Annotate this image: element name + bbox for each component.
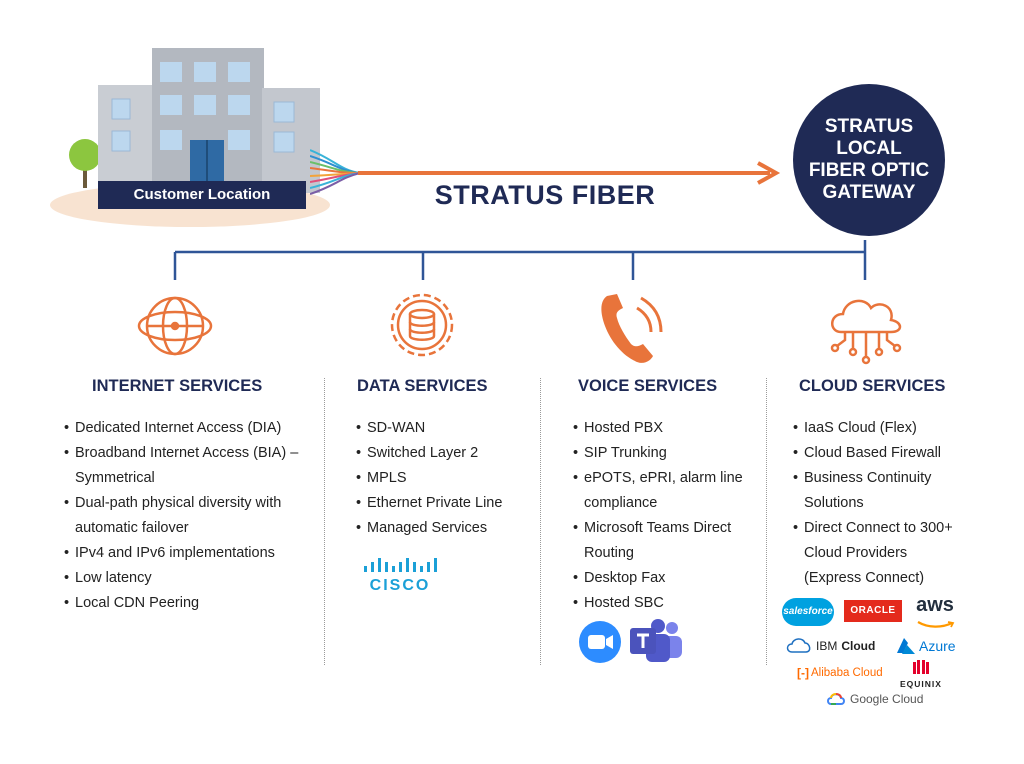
service-item: Ethernet Private Line <box>356 491 502 516</box>
service-item: Cloud Providers <box>804 545 908 561</box>
service-item: Symmetrical <box>75 470 155 486</box>
microsoft-teams-logo-icon <box>630 619 682 662</box>
internet-services-title: INTERNET SERVICES <box>92 377 263 395</box>
salesforce-logo: salesforce <box>782 598 834 626</box>
service-item: Local CDN Peering <box>64 591 298 616</box>
service-item: SIP Trunking <box>573 441 743 466</box>
customer-building-illustration <box>50 48 330 227</box>
cisco-logo: CISCO <box>362 558 438 595</box>
service-item: Business Continuity <box>793 466 953 491</box>
alibaba-cloud-logo: [-] Alibaba Cloud <box>797 664 883 682</box>
fiber-gateway-circle: STRATUS LOCAL FIBER OPTIC GATEWAY <box>793 84 945 236</box>
oracle-logo: ORACLE <box>844 600 902 622</box>
google-cloud-logo: Google Cloud <box>826 690 923 708</box>
customer-location-label: Customer Location <box>98 181 306 209</box>
service-item: Microsoft Teams Direct <box>573 516 743 541</box>
gateway-line: STRATUS <box>824 116 914 137</box>
aws-logo: aws <box>912 594 958 634</box>
service-item: Routing <box>584 545 634 561</box>
aws-smile-icon <box>917 621 955 628</box>
data-services-title: DATA SERVICES <box>357 377 488 395</box>
ibm-suffix: Cloud <box>841 639 876 653</box>
gateway-line: LOCAL <box>836 138 902 159</box>
azure-logo: Azure <box>896 636 956 656</box>
service-item: compliance <box>584 495 658 511</box>
service-connector-lines <box>173 240 867 280</box>
service-item: Desktop Fax <box>573 566 743 591</box>
cisco-wordmark: CISCO <box>369 577 431 594</box>
service-item: Dedicated Internet Access (DIA) <box>64 416 298 441</box>
aws-wordmark: aws <box>916 594 954 616</box>
alibaba-bracket-icon: [-] <box>797 666 809 680</box>
service-item: Dual-path physical diversity with <box>64 491 298 516</box>
cloud-services-title: CLOUD SERVICES <box>799 377 946 395</box>
ibm-prefix: IBM <box>816 639 838 653</box>
zoom-logo-icon <box>579 621 621 663</box>
service-item: (Express Connect) <box>804 570 925 586</box>
internet-services-list: Dedicated Internet Access (DIA)Broadband… <box>64 416 298 616</box>
alibaba-wordmark: Alibaba Cloud <box>811 667 883 679</box>
service-item: Broadband Internet Access (BIA) – <box>64 441 298 466</box>
cloud-services-list: IaaS Cloud (Flex)Cloud Based FirewallBus… <box>793 416 953 591</box>
service-item: Managed Services <box>356 516 502 541</box>
equinix-logo: EQUINIX <box>896 660 946 689</box>
service-item: Hosted SBC <box>573 591 743 616</box>
cloud-network-icon <box>830 299 902 365</box>
stratus-fiber-label: STRATUS FIBER <box>434 180 656 210</box>
azure-icon <box>897 638 915 654</box>
voice-services-title: VOICE SERVICES <box>578 377 718 395</box>
gateway-line: GATEWAY <box>822 182 916 203</box>
service-item: Solutions <box>804 495 864 511</box>
service-item: automatic failover <box>75 520 189 536</box>
ibm-cloud-logo: IBM Cloud <box>786 636 875 656</box>
service-item: ePOTS, ePRI, alarm line <box>573 466 743 491</box>
fiber-arrow <box>310 149 781 195</box>
data-services-list: SD-WANSwitched Layer 2MPLSEthernet Priva… <box>356 416 502 541</box>
database-gear-icon <box>390 293 454 357</box>
google-cloud-icon <box>827 693 845 705</box>
voice-services-list: Hosted PBXSIP TrunkingePOTS, ePRI, alarm… <box>573 416 743 616</box>
service-item: IaaS Cloud (Flex) <box>793 416 953 441</box>
service-item: Direct Connect to 300+ <box>793 516 953 541</box>
service-item: Low latency <box>64 566 298 591</box>
column-divider <box>324 378 325 665</box>
azure-wordmark: Azure <box>919 638 956 654</box>
equinix-wordmark: EQUINIX <box>900 679 942 689</box>
service-item: IPv4 and IPv6 implementations <box>64 541 298 566</box>
equinix-mark-icon <box>913 660 929 674</box>
service-item: Cloud Based Firewall <box>793 441 953 466</box>
cisco-bars-icon <box>364 558 437 572</box>
service-item: MPLS <box>356 466 502 491</box>
service-item: Hosted PBX <box>573 416 743 441</box>
globe-network-icon <box>137 296 213 356</box>
gateway-line: FIBER OPTIC <box>808 160 930 181</box>
google-cloud-wordmark: Google Cloud <box>850 692 924 706</box>
phone-icon <box>601 294 663 363</box>
column-divider <box>766 378 767 665</box>
service-item: Switched Layer 2 <box>356 441 502 466</box>
ibm-cloud-icon <box>786 638 811 653</box>
service-item: SD-WAN <box>356 416 502 441</box>
column-divider <box>540 378 541 665</box>
